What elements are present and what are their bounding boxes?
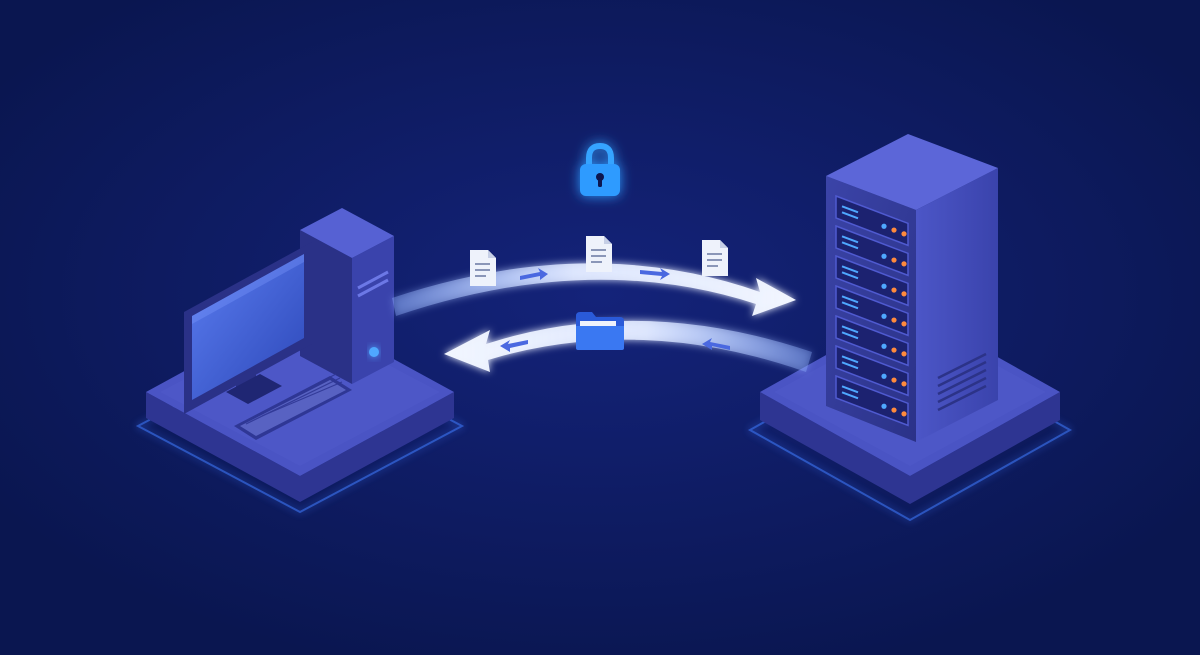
small-arrow-left-icon bbox=[500, 340, 528, 352]
rack-unit bbox=[835, 194, 909, 247]
rack-status-bar bbox=[841, 385, 859, 394]
rack-status-bar bbox=[841, 241, 859, 250]
rack-unit bbox=[835, 224, 909, 277]
document-icon bbox=[586, 236, 612, 272]
rack-led bbox=[881, 253, 887, 259]
download-arrow bbox=[444, 320, 812, 372]
rack-led bbox=[901, 231, 907, 237]
rack-status-bar bbox=[841, 211, 859, 220]
rack-status-bar bbox=[841, 391, 859, 400]
rack-status-bar bbox=[841, 361, 859, 370]
rack-unit bbox=[835, 374, 909, 427]
rack-status-bar bbox=[841, 271, 859, 280]
rack-led bbox=[881, 283, 887, 289]
rack-status-bar bbox=[841, 301, 859, 310]
rack-led bbox=[901, 351, 907, 357]
rack-status-bar bbox=[841, 325, 859, 334]
rack-led bbox=[881, 373, 887, 379]
rack-unit bbox=[835, 314, 909, 367]
power-button-icon bbox=[369, 347, 379, 357]
rack-led bbox=[881, 343, 887, 349]
client-platform-side bbox=[146, 392, 454, 502]
small-arrow-right-icon bbox=[640, 268, 670, 280]
rack-unit bbox=[835, 284, 909, 337]
rack-led bbox=[881, 223, 887, 229]
pc-tower-front bbox=[300, 230, 352, 384]
rack-status-bar bbox=[841, 265, 859, 274]
rack-led bbox=[891, 227, 897, 233]
small-arrow-right-icon bbox=[520, 268, 548, 280]
server-platform-side bbox=[760, 392, 1060, 504]
client-computer bbox=[135, 208, 465, 514]
rack-led bbox=[881, 313, 887, 319]
rack-led bbox=[891, 257, 897, 263]
small-arrow-left-icon bbox=[702, 338, 730, 350]
rack-led bbox=[891, 347, 897, 353]
rack-led bbox=[901, 291, 907, 297]
rack-unit bbox=[835, 344, 909, 397]
rack-led bbox=[901, 321, 907, 327]
server bbox=[747, 134, 1073, 522]
lock-icon bbox=[580, 142, 620, 196]
rack-led bbox=[891, 287, 897, 293]
document-icon bbox=[702, 240, 728, 276]
monitor-screen bbox=[192, 254, 304, 400]
pc-tower-top bbox=[300, 208, 394, 258]
rack-led bbox=[881, 403, 887, 409]
rack-status-bar bbox=[841, 295, 859, 304]
rack-unit bbox=[835, 254, 909, 307]
pc-tower-side bbox=[352, 236, 394, 384]
document-icon bbox=[470, 250, 496, 286]
rack-led bbox=[891, 377, 897, 383]
server-top bbox=[826, 134, 998, 210]
folder-icon bbox=[576, 312, 624, 350]
rack-status-bar bbox=[841, 355, 859, 364]
rack-led bbox=[891, 407, 897, 413]
server-rack-units bbox=[835, 194, 909, 427]
rack-status-bar bbox=[841, 235, 859, 244]
rack-led bbox=[901, 411, 907, 417]
rack-led bbox=[901, 381, 907, 387]
rack-status-bar bbox=[841, 205, 859, 214]
rack-led bbox=[901, 261, 907, 267]
rack-status-bar bbox=[841, 331, 859, 340]
rack-led bbox=[891, 317, 897, 323]
